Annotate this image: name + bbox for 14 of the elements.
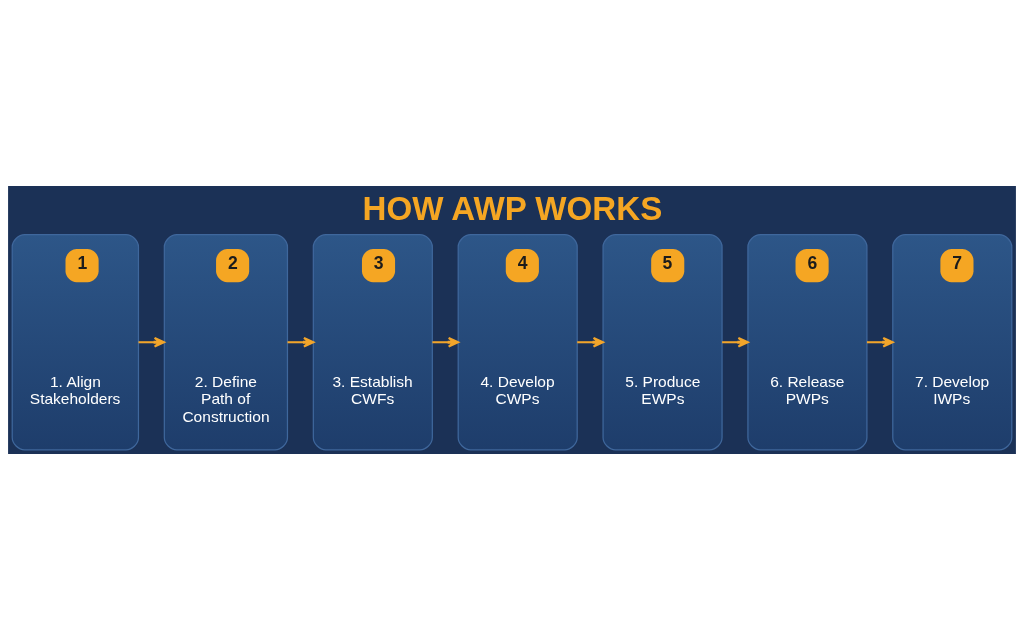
- arrow: [722, 337, 749, 348]
- node-box: 3 3. Establish CWFs: [312, 234, 433, 451]
- arrow: [138, 337, 165, 348]
- arrow: [866, 337, 894, 348]
- node-box: 5 5. Produce EWPs: [602, 234, 723, 451]
- arrow: [577, 337, 604, 348]
- arrow: [287, 337, 315, 348]
- node-box: 1 1. Align Stakeholders: [11, 234, 140, 451]
- node-box: 6 6. Release PWPs: [747, 234, 868, 451]
- node-box: 4 4. Develop CWPs: [457, 234, 578, 451]
- node-box: 7 7. Develop IWPs: [892, 234, 1013, 451]
- node-box: 2 2. Define Path of Construction: [163, 234, 289, 451]
- diagram-title: HOW AWP WORKS: [362, 189, 663, 227]
- arrow: [432, 337, 460, 348]
